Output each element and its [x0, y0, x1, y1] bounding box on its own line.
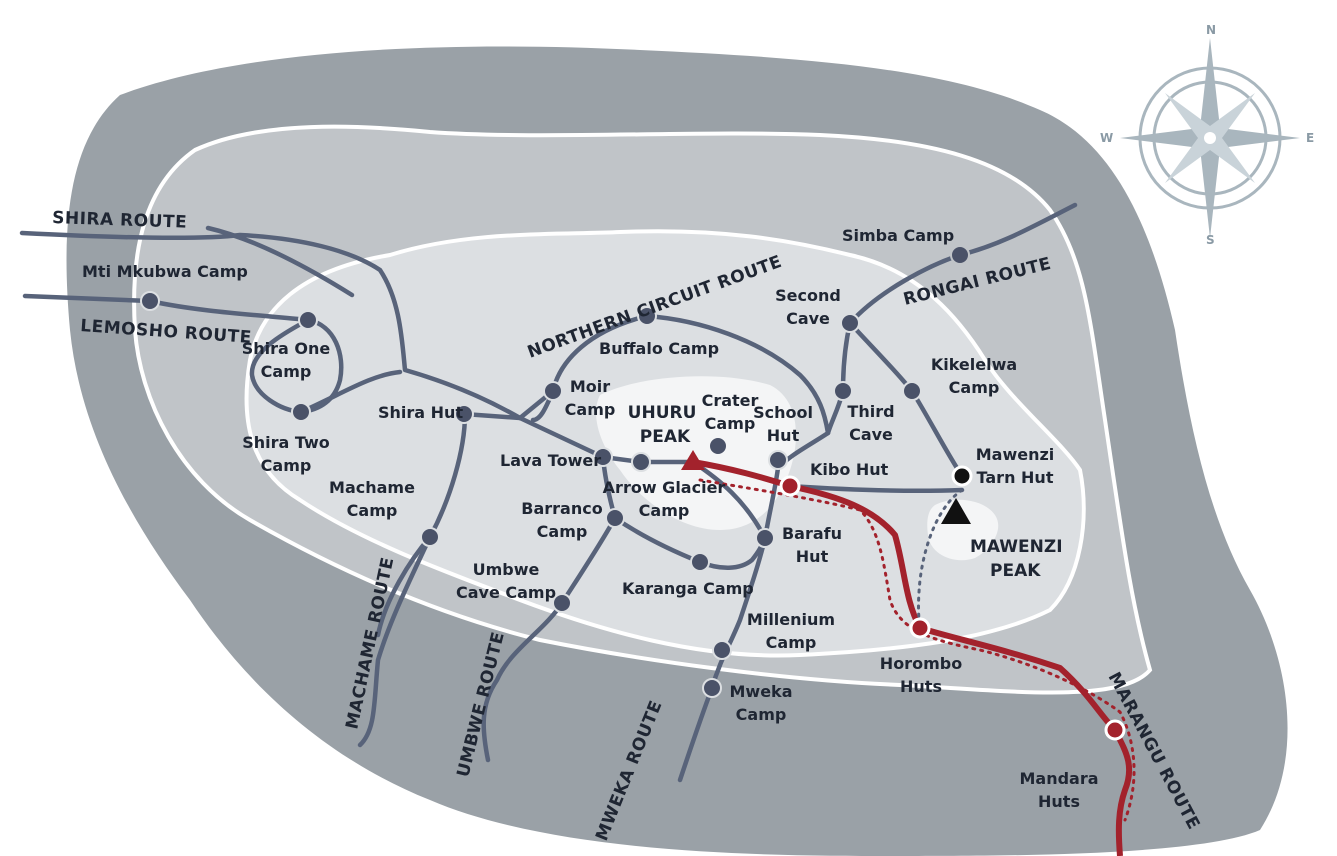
marker-mandara [1104, 719, 1126, 741]
label-kibo-hut: Kibo Hut [810, 460, 889, 479]
compass-e: E [1306, 131, 1314, 145]
marker-mweka [702, 678, 722, 698]
label-shira-hut: Shira Hut [378, 403, 463, 422]
marker-second-cave [840, 313, 860, 333]
label-shira-route: SHIRA ROUTE [52, 208, 188, 233]
marker-school-hut [768, 450, 788, 470]
marker-crater [708, 436, 728, 456]
shira-trail [19, 230, 606, 460]
marker-millenium [712, 640, 732, 660]
camp-markers [140, 245, 1126, 741]
compass-center [1204, 132, 1216, 144]
marker-third-cave [833, 381, 853, 401]
marker-kikelelwa [902, 381, 922, 401]
trails [19, 202, 1078, 783]
marker-shira-hut [454, 404, 474, 424]
marker-buffalo [637, 306, 657, 326]
marker-karanga [690, 552, 710, 572]
label-buffalo: Buffalo Camp [599, 339, 719, 358]
compass-n: N [1206, 23, 1216, 37]
marker-barafu [755, 528, 775, 548]
uhuru-peak-triangle [681, 450, 705, 470]
label-mti-mkubwa: Mti Mkubwa Camp [82, 262, 248, 281]
marker-machame [420, 527, 440, 547]
compass-w: W [1100, 131, 1113, 145]
marker-moir [543, 381, 563, 401]
marker-lava-tower [593, 447, 613, 467]
label-uhuru-peak: UHURU PEAK [628, 403, 703, 447]
marker-shira-two [291, 402, 311, 422]
marker-shira-one [298, 310, 318, 330]
marker-simba [950, 245, 970, 265]
marker-horombo [909, 617, 931, 639]
machame-branch [375, 534, 433, 638]
machame-trail [357, 411, 468, 748]
marker-umbwe-cave [552, 593, 572, 613]
umbwe-trail [481, 515, 618, 763]
marker-barranco [605, 508, 625, 528]
marker-kibo-hut [779, 475, 801, 497]
marker-mti-mkubwa [140, 291, 160, 311]
label-simba: Simba Camp [842, 226, 954, 245]
mawenzi-dotted-link [917, 488, 964, 630]
marker-mawenzi-tarn [951, 465, 973, 487]
label-mawenzi-peak: MAWENZI PEAK [970, 537, 1068, 581]
shira-spur [205, 225, 355, 298]
marangu-dotted [698, 478, 1136, 822]
label-karanga: Karanga Camp [622, 579, 754, 598]
compass-s: S [1206, 233, 1215, 247]
marker-arrow-glacier [631, 452, 651, 472]
shira-two-link [249, 317, 403, 415]
kibo-mawenzi [787, 483, 965, 494]
compass-rose: N S E W [1100, 23, 1314, 247]
summit-zone [596, 376, 796, 530]
label-lava-tower: Lava Tower [500, 451, 601, 470]
peak-labels: UHURU PEAK MAWENZI PEAK [628, 403, 1068, 581]
mawenzi-peak-triangle [941, 498, 971, 524]
northern-circuit-trail [517, 313, 831, 436]
mawenzi-zone [927, 499, 999, 561]
